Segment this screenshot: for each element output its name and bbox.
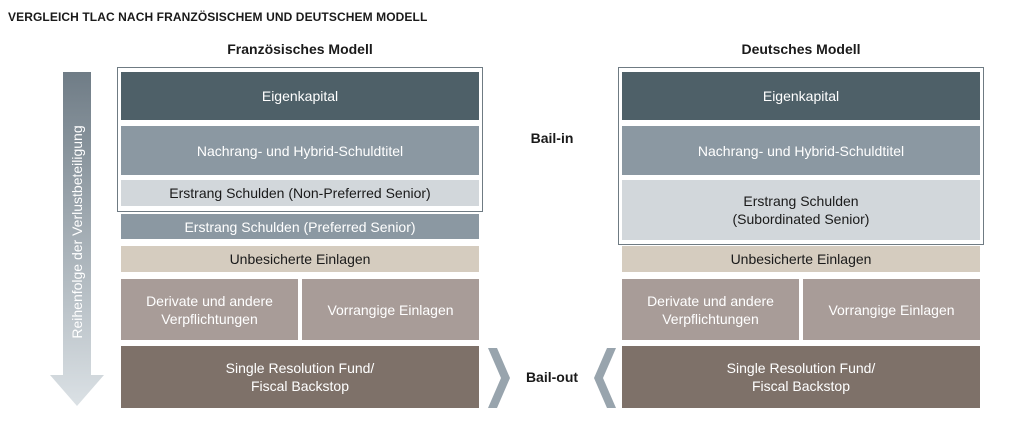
german-resolution-fund: Single Resolution Fund/ Fiscal Backstop [622,346,980,408]
down-arrow-icon [50,72,104,406]
page-title: VERGLEICH TLAC NACH FRANZÖSISCHEM UND DE… [8,10,428,24]
french-bail-in-frame [117,67,483,212]
german-unsecured-deposits: Unbesicherte Einlagen [622,246,980,272]
german-bail-in-frame [618,67,984,245]
german-priority-deposits: Vorrangige Einlagen [803,279,980,340]
french-priority-deposits: Vorrangige Einlagen [302,279,479,340]
loss-order-arrow [50,72,104,406]
french-model-heading: Französisches Modell [227,41,373,57]
french-hybrid-debt: Nachrang- und Hybrid-Schuldtitel [121,126,479,175]
french-non-preferred-senior: Erstrang Schulden (Non-Preferred Senior) [121,180,479,206]
french-unsecured-deposits: Unbesicherte Einlagen [121,246,479,272]
german-subordinated-senior: Erstrang Schulden (Subordinated Senior) [622,180,980,240]
german-derivatives: Derivate und andere Verpflichtungen [622,279,799,340]
german-equity: Eigenkapital [622,72,980,120]
french-equity: Eigenkapital [121,72,479,120]
german-hybrid-debt: Nachrang- und Hybrid-Schuldtitel [622,126,980,175]
french-derivatives: Derivate und andere Verpflichtungen [121,279,298,340]
german-model-heading: Deutsches Modell [741,41,861,57]
french-preferred-senior: Erstrang Schulden (Preferred Senior) [121,214,479,239]
chevron-right-icon [488,348,510,408]
french-resolution-fund: Single Resolution Fund/ Fiscal Backstop [121,346,479,408]
bail-out-label: Bail-out [525,369,579,385]
bail-in-label: Bail-in [530,130,574,146]
loss-order-label: Reihenfolge der Verlustbeteiligung [69,125,85,339]
chevron-left-icon [594,348,616,408]
